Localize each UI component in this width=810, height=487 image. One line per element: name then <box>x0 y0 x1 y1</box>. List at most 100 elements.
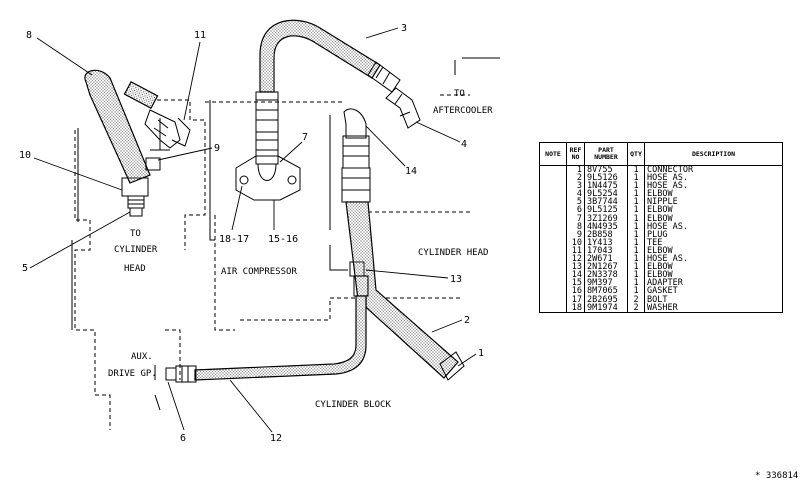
label-to-aftercooler: TO <box>454 89 465 99</box>
callout-12: 12 <box>270 433 282 444</box>
note-cell <box>539 174 567 183</box>
callout-6: 6 <box>180 433 186 444</box>
desc-cell: HOSE AS. <box>644 174 783 182</box>
desc-cell: BOLT <box>644 295 783 304</box>
note-cell <box>539 230 567 239</box>
desc-cell: ELBOW <box>644 263 783 271</box>
note-cell <box>539 198 567 207</box>
callout-3: 3 <box>401 23 407 34</box>
elbow-6 <box>165 365 197 383</box>
desc-cell: HOSE AS. <box>644 255 783 263</box>
desc-cell: ELBOW <box>644 206 783 215</box>
part-cell: 9M1974 <box>584 304 628 313</box>
label-head: HEAD <box>124 264 146 274</box>
note-cell <box>539 182 567 191</box>
note-cell <box>539 295 567 304</box>
callout-2: 2 <box>464 315 470 326</box>
callout-8: 8 <box>26 30 32 41</box>
hose-8 <box>84 69 191 184</box>
note-cell <box>539 214 567 223</box>
elbow-11 <box>144 109 191 149</box>
hose-12 <box>165 261 369 383</box>
callout-11: 11 <box>194 30 206 41</box>
connector-1 <box>439 351 465 381</box>
note-cell <box>539 279 567 288</box>
label-drive-gp: DRIVE GP. <box>108 369 157 379</box>
header-part-number: PART NUMBER <box>584 142 628 166</box>
label-to-cylinder-head: TO <box>130 229 141 239</box>
elbow-4 <box>385 87 421 129</box>
label-cylinder: CYLINDER <box>114 245 158 255</box>
callout-10: 10 <box>19 150 31 161</box>
callout-5: 5 <box>22 263 28 274</box>
note-cell <box>539 303 567 313</box>
note-cell <box>539 165 567 175</box>
engine-outline <box>71 57 500 430</box>
header-qty: QTY <box>627 142 645 166</box>
desc-cell: CONNECTOR <box>644 165 783 175</box>
desc-cell: PLUG <box>644 230 783 239</box>
callout-15-16: 15-16 <box>268 234 298 245</box>
callout-4: 4 <box>461 139 467 150</box>
note-cell <box>539 222 567 231</box>
ref-cell: 18 <box>566 304 585 313</box>
tee-10 <box>121 157 161 217</box>
label-cylinder-block: CYLINDER BLOCK <box>315 400 391 410</box>
label-aux: AUX. <box>131 352 153 362</box>
note-cell <box>539 190 567 199</box>
hose-3 <box>255 19 401 133</box>
note-cell <box>539 238 567 247</box>
header-ref-no: REF NO <box>566 142 585 166</box>
desc-cell: ELBOW <box>644 247 783 255</box>
desc-cell: ADAPTER <box>644 279 783 288</box>
desc-cell: ELBOW <box>644 214 783 223</box>
callout-14: 14 <box>405 166 417 177</box>
note-cell <box>539 263 567 272</box>
header-description: DESCRIPTION <box>644 142 783 166</box>
parts-list-table: NOTE REF NO PART NUMBER QTY DESCRIPTION … <box>539 142 783 313</box>
label-aftercooler: AFTERCOOLER <box>433 106 493 116</box>
callout-18-17: 18-17 <box>219 234 249 245</box>
note-cell <box>539 255 567 264</box>
label-air-compressor: AIR COMPRESSOR <box>221 267 297 277</box>
desc-cell: ELBOW <box>644 190 783 199</box>
desc-cell: ELBOW <box>644 271 783 280</box>
illustration-number: * 336814 <box>755 471 799 481</box>
qty-cell: 2 <box>627 304 645 313</box>
note-cell <box>539 206 567 215</box>
desc-cell: GASKET <box>644 287 783 296</box>
desc-cell: NIPPLE <box>644 198 783 207</box>
label-cylinder-head: CYLINDER HEAD <box>418 248 488 258</box>
desc-cell: HOSE AS. <box>644 222 783 231</box>
callout-13: 13 <box>450 274 462 285</box>
elbow-7 <box>235 131 301 201</box>
callout-1: 1 <box>478 348 484 359</box>
callout-7: 7 <box>302 132 308 143</box>
note-cell <box>539 271 567 280</box>
diagram-labels: TO AFTERCOOLER TO CYLINDER HEAD AIR COMP… <box>108 89 493 410</box>
callouts: 8 11 3 4 9 10 7 14 18-17 15-16 5 13 2 1 … <box>19 23 484 444</box>
desc-cell: TEE <box>644 239 783 247</box>
note-cell <box>539 246 567 256</box>
header-note: NOTE <box>539 142 567 166</box>
desc-cell: WASHER <box>644 304 783 313</box>
